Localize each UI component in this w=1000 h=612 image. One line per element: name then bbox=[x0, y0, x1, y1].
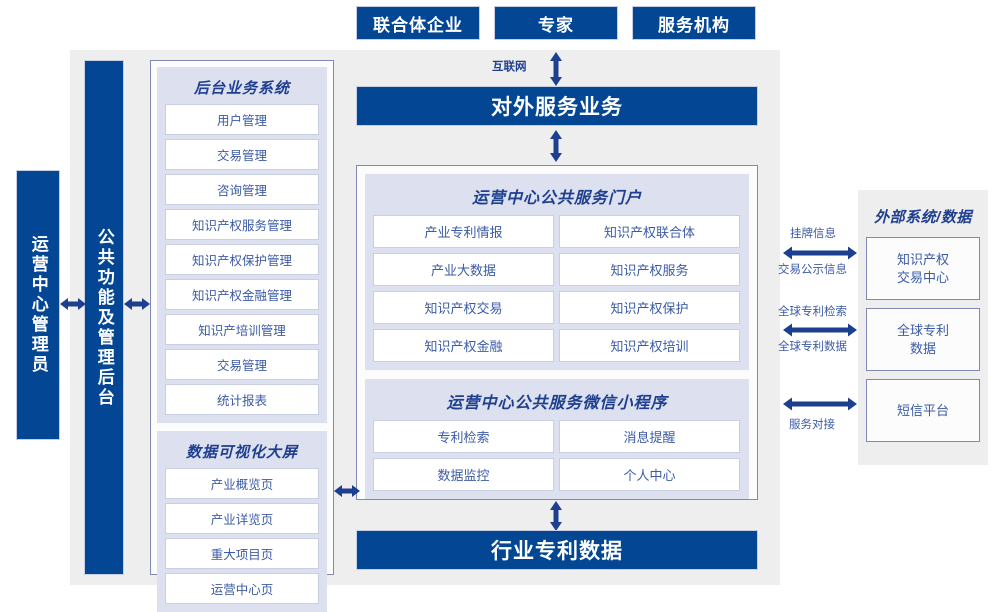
module-item[interactable]: 交易管理 bbox=[165, 139, 319, 170]
module-item[interactable]: 知识产权金融管理 bbox=[165, 279, 319, 310]
miniprogram-item[interactable]: 消息提醒 bbox=[559, 420, 740, 453]
section-title: 运营中心公共服务门户 bbox=[471, 190, 642, 207]
section-public-service-portal: 运营中心公共服务门户 产业专利情报 知识产权联合体 产业大数据 知识产权服务 知… bbox=[365, 174, 749, 370]
module-item[interactable]: 重大项目页 bbox=[165, 538, 319, 569]
link-label-above: 挂牌信息 bbox=[790, 228, 836, 240]
bar-label: 对外服务业务 bbox=[491, 96, 623, 119]
arrow-to-global-patent-data bbox=[783, 322, 857, 338]
portal-frame: 运营中心公共服务门户 产业专利情报 知识产权联合体 产业大数据 知识产权服务 知… bbox=[356, 165, 758, 500]
arrow-service-to-portal bbox=[548, 130, 564, 162]
miniprogram-item[interactable]: 数据监控 bbox=[373, 458, 554, 491]
miniprogram-item[interactable]: 个人中心 bbox=[559, 458, 740, 491]
group-title: 后台业务系统 bbox=[193, 80, 290, 97]
external-systems-panel: 外部系统/数据 知识产权 交易中心 全球专利 数据 短信平台 bbox=[858, 190, 988, 465]
portal-item[interactable]: 知识产权金融 bbox=[373, 329, 554, 362]
arrow-admin-to-backend bbox=[60, 296, 86, 312]
external-box-label: 全球专利 数据 bbox=[896, 322, 949, 356]
external-box-sms-platform[interactable]: 短信平台 bbox=[866, 379, 980, 442]
actor-box-expert[interactable]: 专家 bbox=[494, 6, 618, 40]
link-label-above: 全球专利检索 bbox=[778, 306, 847, 318]
external-panel-title: 外部系统/数据 bbox=[874, 209, 972, 226]
external-box-label: 知识产权 交易中心 bbox=[896, 251, 949, 285]
arrow-backend-to-modules bbox=[124, 296, 150, 312]
link-label-below: 服务对接 bbox=[789, 419, 835, 431]
actor-label: 联合体企业 bbox=[373, 15, 463, 35]
internet-label: 互联网 bbox=[492, 61, 527, 73]
portal-item[interactable]: 产业大数据 bbox=[373, 253, 554, 286]
portal-item[interactable]: 知识产权交易 bbox=[373, 291, 554, 324]
vertical-bar-label: 运营中心管理员 bbox=[28, 235, 48, 375]
external-box-global-patent-data[interactable]: 全球专利 数据 bbox=[866, 308, 980, 371]
module-item[interactable]: 交易管理 bbox=[165, 349, 319, 380]
arrow-internet-vertical bbox=[548, 52, 564, 86]
section-wechat-mini-program: 运营中心公共服务微信小程序 专利检索 消息提醒 数据监控 个人中心 bbox=[365, 379, 749, 499]
module-item[interactable]: 统计报表 bbox=[165, 384, 319, 415]
industry-patent-data-bar[interactable]: 行业专利数据 bbox=[356, 530, 758, 570]
arrow-modules-to-industry-data bbox=[334, 483, 360, 499]
link-label-below: 交易公示信息 bbox=[778, 264, 847, 276]
module-item[interactable]: 运营中心页 bbox=[165, 573, 319, 604]
module-group-data-visualization: 数据可视化大屏 产业概览页 产业详览页 重大项目页 运营中心页 bbox=[157, 431, 327, 612]
arrow-to-ip-exchange-center bbox=[783, 245, 857, 261]
backend-modules-column: 后台业务系统 用户管理 交易管理 咨询管理 知识产权服务管理 知识产权保护管理 … bbox=[150, 60, 334, 612]
actor-box-consortium-enterprise[interactable]: 联合体企业 bbox=[356, 6, 480, 40]
portal-item[interactable]: 知识产权服务 bbox=[559, 253, 740, 286]
group-title: 数据可视化大屏 bbox=[185, 444, 298, 461]
module-item[interactable]: 产业详览页 bbox=[165, 503, 319, 534]
actor-label: 服务机构 bbox=[658, 15, 730, 35]
vertical-bar-operations-admin[interactable]: 运营中心管理员 bbox=[16, 170, 60, 440]
external-box-label: 短信平台 bbox=[896, 402, 949, 418]
bar-label: 行业专利数据 bbox=[491, 540, 623, 563]
link-label-below: 全球专利数据 bbox=[778, 341, 847, 353]
center-column: 对外服务业务 运营中心公共服务门户 产业专利情报 知识产权联合体 产业大数据 知… bbox=[345, 52, 770, 575]
external-service-business-bar[interactable]: 对外服务业务 bbox=[356, 86, 758, 126]
portal-item[interactable]: 知识产权培训 bbox=[559, 329, 740, 362]
arrow-portal-to-industry-data bbox=[548, 501, 564, 531]
module-item[interactable]: 知识产权保护管理 bbox=[165, 244, 319, 275]
portal-item[interactable]: 产业专利情报 bbox=[373, 215, 554, 248]
vertical-bar-label: 公共功能及管理后台 bbox=[94, 227, 114, 408]
module-item[interactable]: 咨询管理 bbox=[165, 174, 319, 205]
actor-box-service-agency[interactable]: 服务机构 bbox=[632, 6, 756, 40]
portal-item[interactable]: 知识产权保护 bbox=[559, 291, 740, 324]
miniprogram-item[interactable]: 专利检索 bbox=[373, 420, 554, 453]
module-item[interactable]: 知识产培训管理 bbox=[165, 314, 319, 345]
actor-label: 专家 bbox=[538, 15, 574, 35]
vertical-bar-common-functions-backend[interactable]: 公共功能及管理后台 bbox=[84, 60, 124, 575]
section-title: 运营中心公共服务微信小程序 bbox=[446, 395, 668, 412]
module-group-backend-business: 后台业务系统 用户管理 交易管理 咨询管理 知识产权服务管理 知识产权保护管理 … bbox=[157, 67, 327, 423]
module-item[interactable]: 用户管理 bbox=[165, 104, 319, 135]
external-box-ip-exchange-center[interactable]: 知识产权 交易中心 bbox=[866, 237, 980, 300]
arrow-to-sms-platform bbox=[783, 396, 857, 412]
module-item[interactable]: 产业概览页 bbox=[165, 468, 319, 499]
portal-item[interactable]: 知识产权联合体 bbox=[559, 215, 740, 248]
module-item[interactable]: 知识产权服务管理 bbox=[165, 209, 319, 240]
